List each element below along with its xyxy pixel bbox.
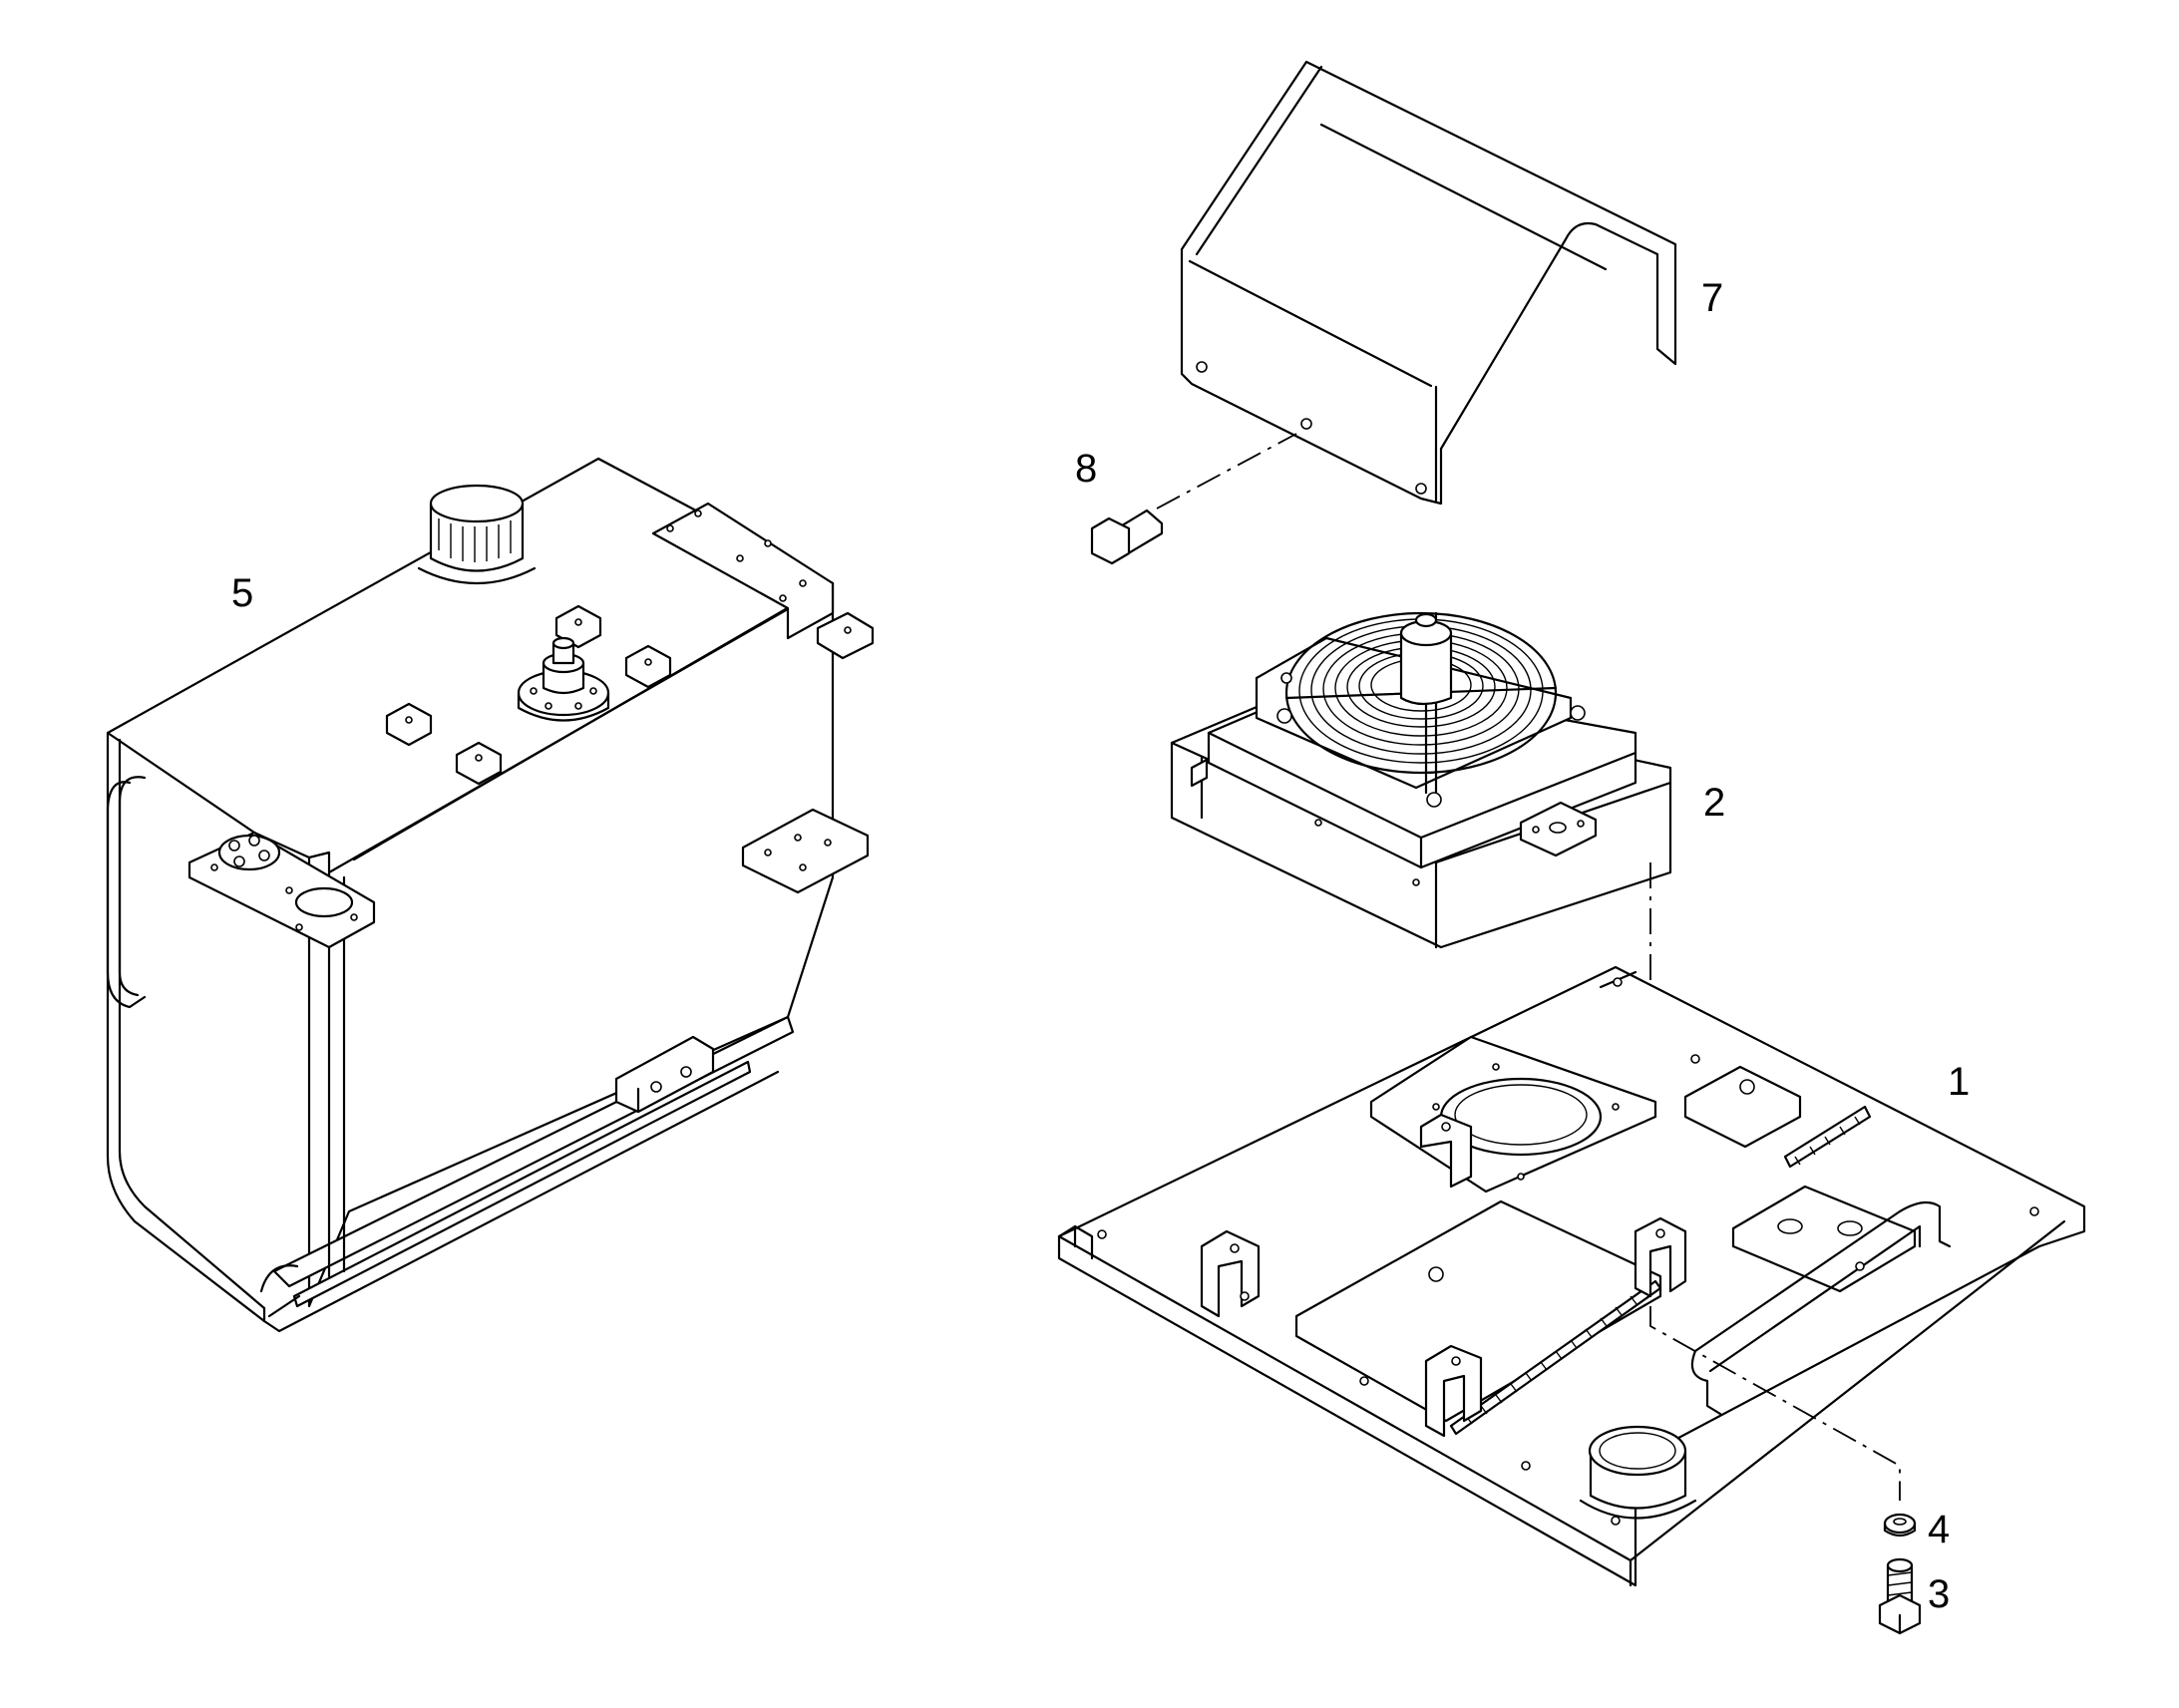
part-4-washer: [1883, 1513, 1917, 1537]
callout-5: 5: [231, 571, 253, 615]
part-5-hydraulic-tank: [106, 457, 875, 1333]
part-3-bolt: [1878, 1557, 1922, 1635]
callout-8: 8: [1075, 447, 1097, 491]
part-2-oil-cooler: [1170, 611, 1672, 949]
callout-3: 3: [1928, 1572, 1950, 1616]
part-1-base-plate: [1057, 965, 2086, 1587]
part-7-cover-guard: [1180, 60, 1677, 506]
part-8-bolt: [1090, 433, 1297, 565]
callout-2: 2: [1703, 781, 1725, 825]
callout-4: 4: [1928, 1508, 1950, 1551]
assembly-line-base: [1649, 1306, 1901, 1501]
callout-1: 1: [1948, 1060, 1970, 1104]
callout-7: 7: [1701, 276, 1723, 320]
